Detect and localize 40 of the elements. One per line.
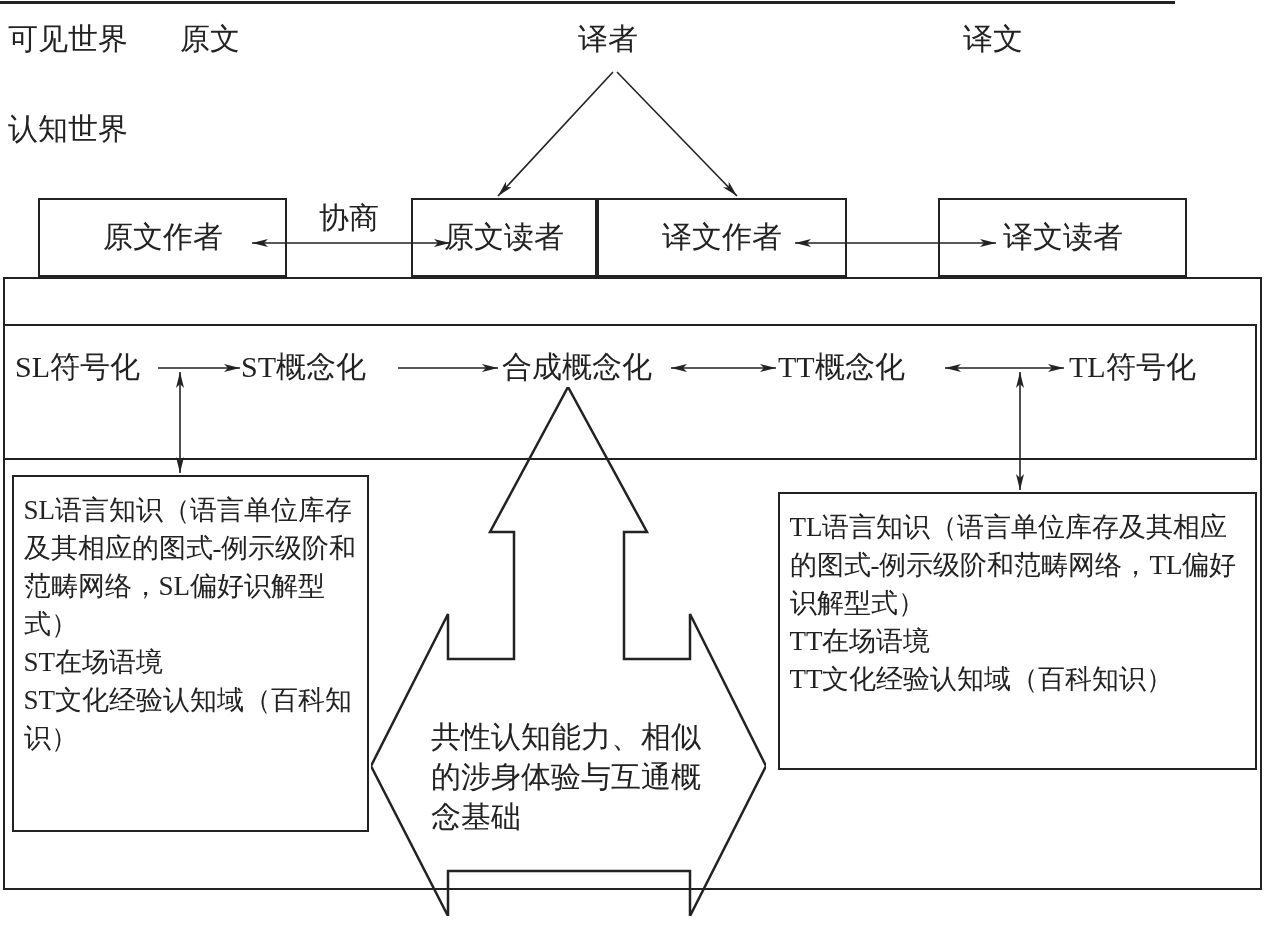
node-text: 译文作者: [662, 219, 782, 255]
node-label: TT概念化: [778, 350, 905, 384]
node-text: ST在场语境: [23, 645, 164, 679]
node-text: 原文读者: [444, 219, 564, 255]
role-box: [38, 198, 287, 277]
arrow: [397, 364, 499, 372]
world-label: 原文: [180, 22, 240, 56]
node-text: 译文读者: [1002, 219, 1123, 255]
node-text: SL语言知识（语言单位库存及其相应的图式-例示级阶和范畴网络，SL偏好识解型式）: [23, 493, 358, 641]
arrow: [497, 71, 614, 197]
role-box: [597, 198, 847, 277]
node-label: TL符号化: [1069, 350, 1196, 384]
node-text: 共性认知能力、相似的涉身体验与互通概念基础: [431, 719, 702, 835]
node-label: SL符号化: [15, 350, 140, 384]
arrow: [251, 239, 451, 247]
world-label: 认知世界: [8, 112, 128, 146]
edge-label: 协商: [319, 201, 379, 235]
arrow: [157, 364, 241, 372]
arrow: [944, 364, 1065, 372]
arrow: [616, 71, 738, 197]
role-box: [411, 198, 597, 277]
node-text: 原文作者: [102, 219, 223, 255]
arrow: [1016, 371, 1024, 491]
node-text: ST文化经验认知域（百科知识）: [23, 683, 353, 755]
node-label: ST概念化: [241, 350, 366, 384]
world-label: 译文: [963, 22, 1023, 56]
node-text: TT文化经验认知域（百科知识）: [789, 662, 1175, 696]
node-text: TT在场语境: [789, 624, 932, 658]
knowledge-box: [777, 491, 1257, 770]
arrow: [670, 364, 777, 372]
node-label: 译者: [578, 22, 638, 56]
node-text: TL语言知识（语言单位库存及其相应的图式-例示级阶和范畴网络，TL偏好识解型式）: [789, 510, 1238, 620]
process-band: [2, 323, 1257, 460]
arrow: [176, 371, 184, 474]
arrow: [794, 239, 997, 247]
node-label: 合成概念化: [502, 350, 652, 384]
role-box: [938, 198, 1187, 277]
cognitive-world-frame: [3, 277, 1262, 890]
knowledge-box: [11, 474, 369, 832]
world-label: 可见世界: [8, 22, 128, 56]
